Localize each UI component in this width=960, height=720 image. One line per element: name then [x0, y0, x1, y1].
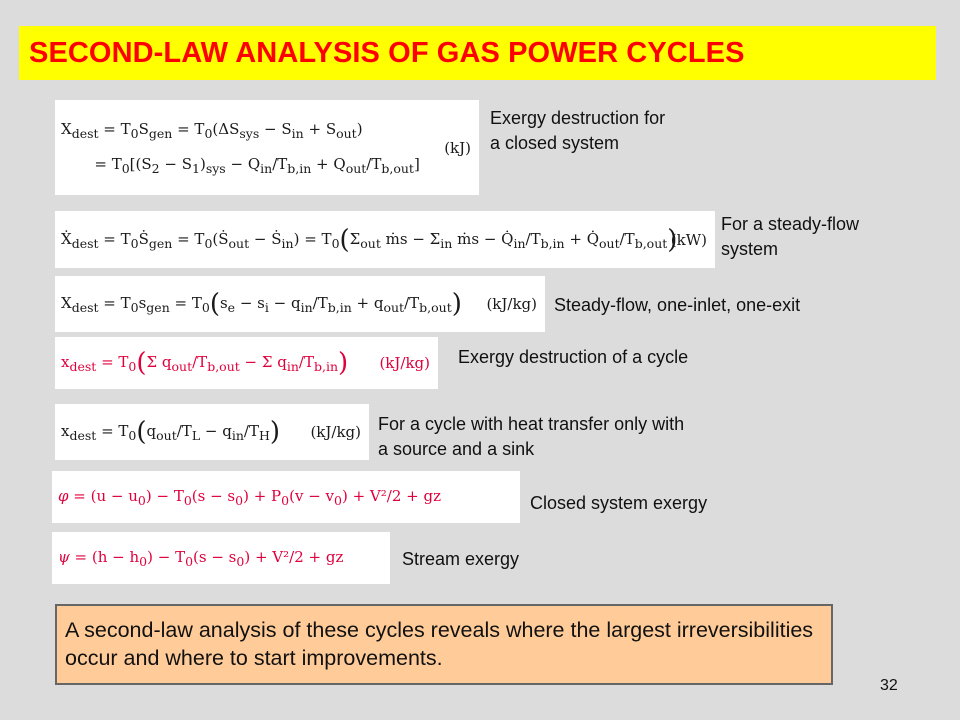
equation-closed-exergy-image: φ = (u − u0) − T0(s − s0) + P0(v − v0) +… — [52, 471, 520, 523]
equation-closed-system-image: Xdest = T0Sgen = T0(ΔSsys − Sin + Sout) … — [55, 100, 479, 195]
equation-steady-flow-image: Ẋdest = T0Ṡgen = T0(Ṡout − Ṡin) = T0(Σou… — [55, 211, 715, 268]
equation-cycle-image: xdest = T0(Σ qout/Tb,out − Σ qin/Tb,in) … — [55, 337, 438, 389]
label-steady-flow: For a steady-flow system — [721, 214, 860, 259]
unit-kj: (kJ) — [444, 138, 471, 157]
unit-kjkg-3: (kJ/kg) — [310, 423, 361, 441]
label-closed-exergy: Closed system exergy — [530, 493, 708, 513]
label-closed-system: Exergy destruction for a closed system — [490, 108, 666, 153]
unit-kjkg-2: (kJ/kg) — [379, 354, 430, 372]
equation-stream-exergy-image: ψ = (h − h0) − T0(s − s0) + V²/2 + gz — [52, 532, 390, 584]
equation-one-inlet-exit-image: Xdest = T0sgen = T0(se − si − qin/Tb,in … — [55, 276, 545, 332]
label-source-sink: For a cycle with heat transfer only with… — [378, 414, 685, 459]
label-stream-exergy: Stream exergy — [402, 549, 520, 569]
page-number: 32 — [880, 677, 898, 694]
page-title: SECOND-LAW ANALYSIS OF GAS POWER CYCLES — [19, 26, 936, 80]
unit-kjkg-1: (kJ/kg) — [486, 295, 537, 313]
summary-note: A second-law analysis of these cycles re… — [55, 604, 833, 685]
equation-source-sink-image: xdest = T0(qout/TL − qin/TH) (kJ/kg) — [55, 404, 369, 460]
unit-kw: (kW) — [670, 230, 707, 249]
label-cycle: Exergy destruction of a cycle — [458, 347, 689, 367]
label-one-inlet-exit: Steady-flow, one-inlet, one-exit — [554, 295, 801, 315]
